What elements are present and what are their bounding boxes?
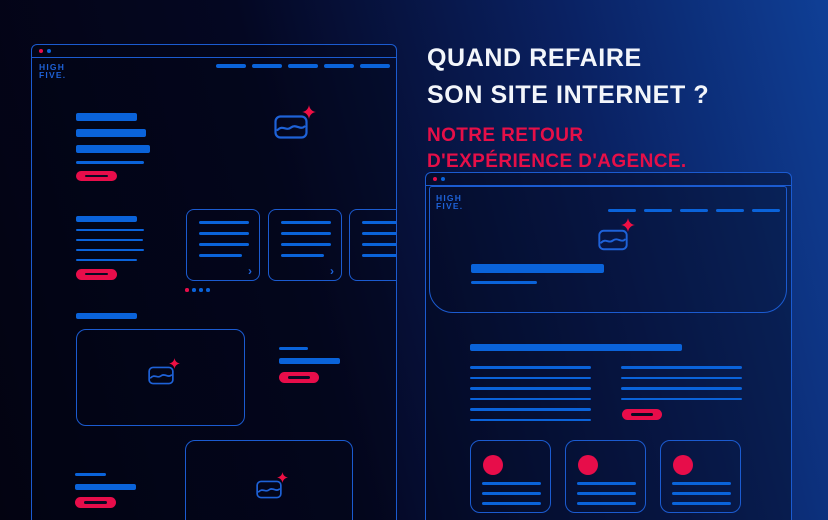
subtitle-line-1: NOTRE RETOUR [427, 125, 584, 146]
carousel-dot[interactable] [206, 288, 210, 292]
page-title: QUAND REFAIRE SON SITE INTERNET ? [427, 40, 709, 114]
heading-bar-placeholder [76, 113, 137, 121]
media-card [185, 440, 353, 520]
browser-window-right: HIGH FIVE. [425, 172, 792, 520]
headline-block: QUAND REFAIRE SON SITE INTERNET ? NOTRE … [427, 40, 709, 175]
window-dot-red-icon[interactable] [433, 177, 437, 181]
cta-button[interactable] [279, 372, 319, 383]
window-titlebar [32, 45, 396, 58]
media-card [76, 329, 245, 426]
text-line-placeholder [76, 248, 144, 251]
heading-bar-placeholder [76, 145, 150, 153]
image-placeholder-icon [256, 472, 288, 520]
page-subtitle: NOTRE RETOUR D'EXPÉRIENCE D'AGENCE. [427, 123, 709, 175]
nav-link-dash[interactable] [288, 64, 318, 68]
image-placeholder-icon [147, 357, 180, 390]
text-line-placeholder [76, 161, 144, 164]
cta-button[interactable] [622, 409, 662, 420]
cta-label-placeholder [85, 174, 108, 177]
nav-link-dash[interactable] [360, 64, 390, 68]
section-title-placeholder [470, 344, 682, 351]
heading-bar-placeholder [279, 358, 340, 364]
carousel-dot[interactable] [192, 288, 196, 292]
title-line-2: SON SITE INTERNET ? [427, 81, 710, 109]
sparkle-icon [621, 218, 635, 232]
nav-link-dash[interactable] [324, 64, 354, 68]
bullet-circle-icon [673, 455, 693, 475]
window-dot-blue-icon[interactable] [47, 49, 51, 53]
text-line-placeholder [279, 347, 308, 350]
section-title-placeholder [76, 313, 137, 319]
hero-text-block [76, 113, 150, 181]
text-column-right [621, 366, 742, 408]
nav-menu [216, 64, 390, 68]
logo-line1: HIGH [436, 193, 463, 203]
cta-label-placeholder [85, 272, 108, 276]
text-line-placeholder [75, 473, 106, 476]
logo-line2: FIVE. [436, 201, 464, 211]
section-text-block [279, 347, 340, 383]
nav-link-dash[interactable] [752, 209, 780, 212]
subtitle-line-2: D'EXPÉRIENCE D'AGENCE. [427, 151, 687, 172]
heading-bar-placeholder [75, 484, 136, 490]
title-line-1: QUAND REFAIRE [427, 44, 642, 72]
cta-button[interactable] [76, 170, 117, 181]
cta-button[interactable] [75, 497, 116, 508]
chevron-right-icon[interactable]: › [248, 264, 252, 278]
nav-menu [608, 209, 780, 212]
highfive-logo: HIGH FIVE. [39, 62, 67, 80]
info-card[interactable] [565, 440, 646, 513]
text-column-left [470, 366, 591, 429]
cta-label-placeholder [288, 376, 310, 379]
image-placeholder-icon [274, 105, 316, 144]
sparkle-icon [277, 472, 288, 483]
section-text-block [75, 473, 136, 508]
feature-card[interactable]: › [186, 209, 260, 281]
image-placeholder-icon [598, 218, 635, 256]
bullet-circle-icon [578, 455, 598, 475]
feature-card[interactable]: › [268, 209, 342, 281]
sparkle-icon [168, 357, 180, 369]
nav-link-dash[interactable] [608, 209, 636, 212]
feature-card[interactable] [349, 209, 396, 281]
chevron-right-icon[interactable]: › [330, 264, 334, 278]
info-card[interactable] [660, 440, 741, 513]
text-line-placeholder [76, 228, 144, 231]
heading-bar-placeholder [76, 129, 146, 137]
text-line-placeholder [76, 238, 143, 241]
text-line-placeholder [76, 258, 137, 261]
bullet-circle-icon [483, 455, 503, 475]
section-text-block [76, 216, 144, 280]
cta-label-placeholder [84, 501, 107, 504]
carousel-dot[interactable] [199, 288, 203, 292]
cta-label-placeholder [631, 413, 653, 416]
nav-link-dash[interactable] [680, 209, 708, 212]
text-line-placeholder [471, 281, 537, 284]
nav-link-dash[interactable] [216, 64, 246, 68]
hero-panel: HIGH FIVE. [429, 186, 787, 313]
nav-link-dash[interactable] [644, 209, 672, 212]
cta-button[interactable] [76, 268, 117, 280]
window-dot-blue-icon[interactable] [441, 177, 445, 181]
highfive-logo: HIGH FIVE. [436, 193, 464, 211]
info-card[interactable] [470, 440, 551, 513]
nav-link-dash[interactable] [252, 64, 282, 68]
logo-line1: HIGH [39, 62, 66, 72]
window-titlebar [426, 173, 791, 186]
heading-bar-placeholder [471, 264, 604, 273]
nav-link-dash[interactable] [716, 209, 744, 212]
carousel-dot-active[interactable] [185, 288, 189, 292]
section-title-placeholder [76, 216, 137, 222]
logo-line2: FIVE. [39, 70, 67, 80]
window-dot-red-icon[interactable] [39, 49, 43, 53]
browser-window-left: HIGH FIVE. [31, 44, 397, 520]
sparkle-icon [302, 105, 316, 119]
carousel-dots [185, 288, 210, 292]
